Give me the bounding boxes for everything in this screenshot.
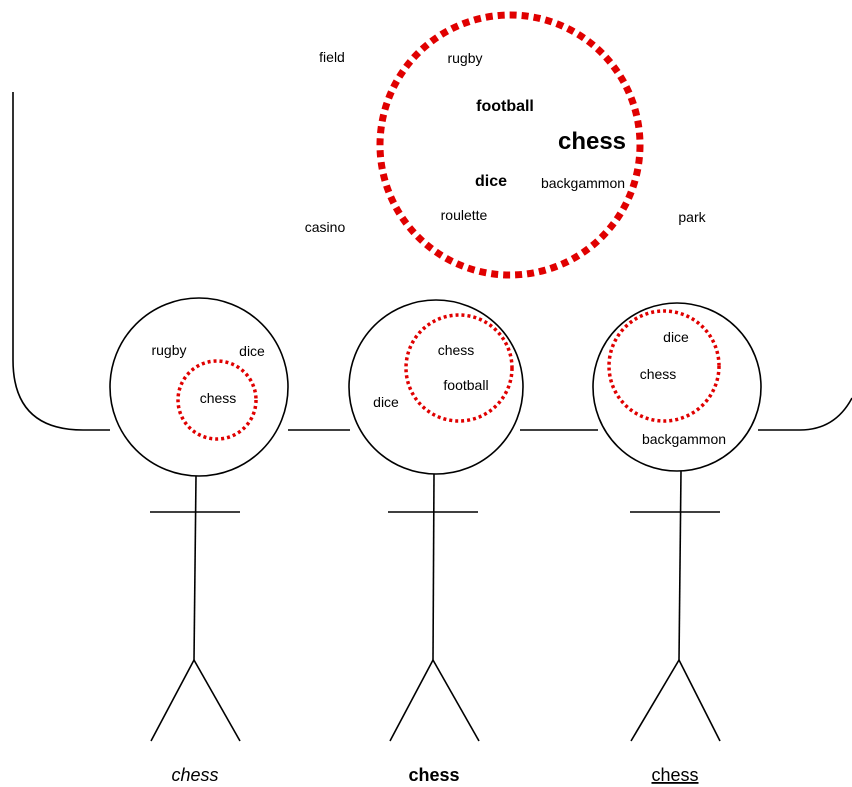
cloud-word-chess: chess [558,128,626,155]
shared-context-line [12,92,852,431]
figure-1-left-leg [150,659,195,742]
stick-figure-3: dice chess backgammon chess [592,302,762,785]
figure-3-concept-circle [607,309,721,423]
figure-3-head [592,302,762,472]
figure-2-body [432,473,435,661]
stick-figure-2: chess football dice chess [348,299,524,785]
cloud-word-park: park [678,209,706,225]
cloud-word-casino: casino [305,219,346,235]
figure-2-label: chess [408,765,459,785]
figure-2-word-football: football [443,377,488,393]
cloud-word-field: field [319,49,345,65]
cloud-word-roulette: roulette [441,207,488,223]
figure-1-concept-circle [176,359,258,441]
cloud-word-rugby: rugby [447,50,482,66]
figure-1-word-rugby: rugby [151,342,186,358]
figure-2-left-leg [389,659,434,742]
figure-3-left-leg [630,659,680,742]
figure-2-word-dice: dice [373,394,399,410]
figure-3-right-leg [678,659,721,742]
figure-1-word-chess: chess [200,390,237,406]
cloud-word-dice: dice [475,173,507,190]
figure-2-head [348,299,524,475]
figure-2-concept-circle [404,313,514,423]
figure-1-right-leg [193,659,241,742]
figure-1-body [193,475,197,661]
cloud-word-backgammon: backgammon [541,175,625,191]
figure-3-body [678,470,682,661]
shared-concept-circle [376,11,644,279]
figure-1-label: chess [171,765,218,785]
cloud-word-football: football [476,98,534,115]
figure-1-word-dice: dice [239,343,265,359]
figure-2-word-chess: chess [438,342,475,358]
figure-2-right-leg [432,659,480,742]
figure-3-word-dice: dice [663,329,689,345]
figure-3-word-backgammon: backgammon [642,431,726,447]
figure-3-word-chess: chess [640,366,677,382]
stick-figure-1: rugby dice chess chess [109,297,289,785]
figure-1-head [109,297,289,477]
figure-3-label: chess [651,765,698,785]
